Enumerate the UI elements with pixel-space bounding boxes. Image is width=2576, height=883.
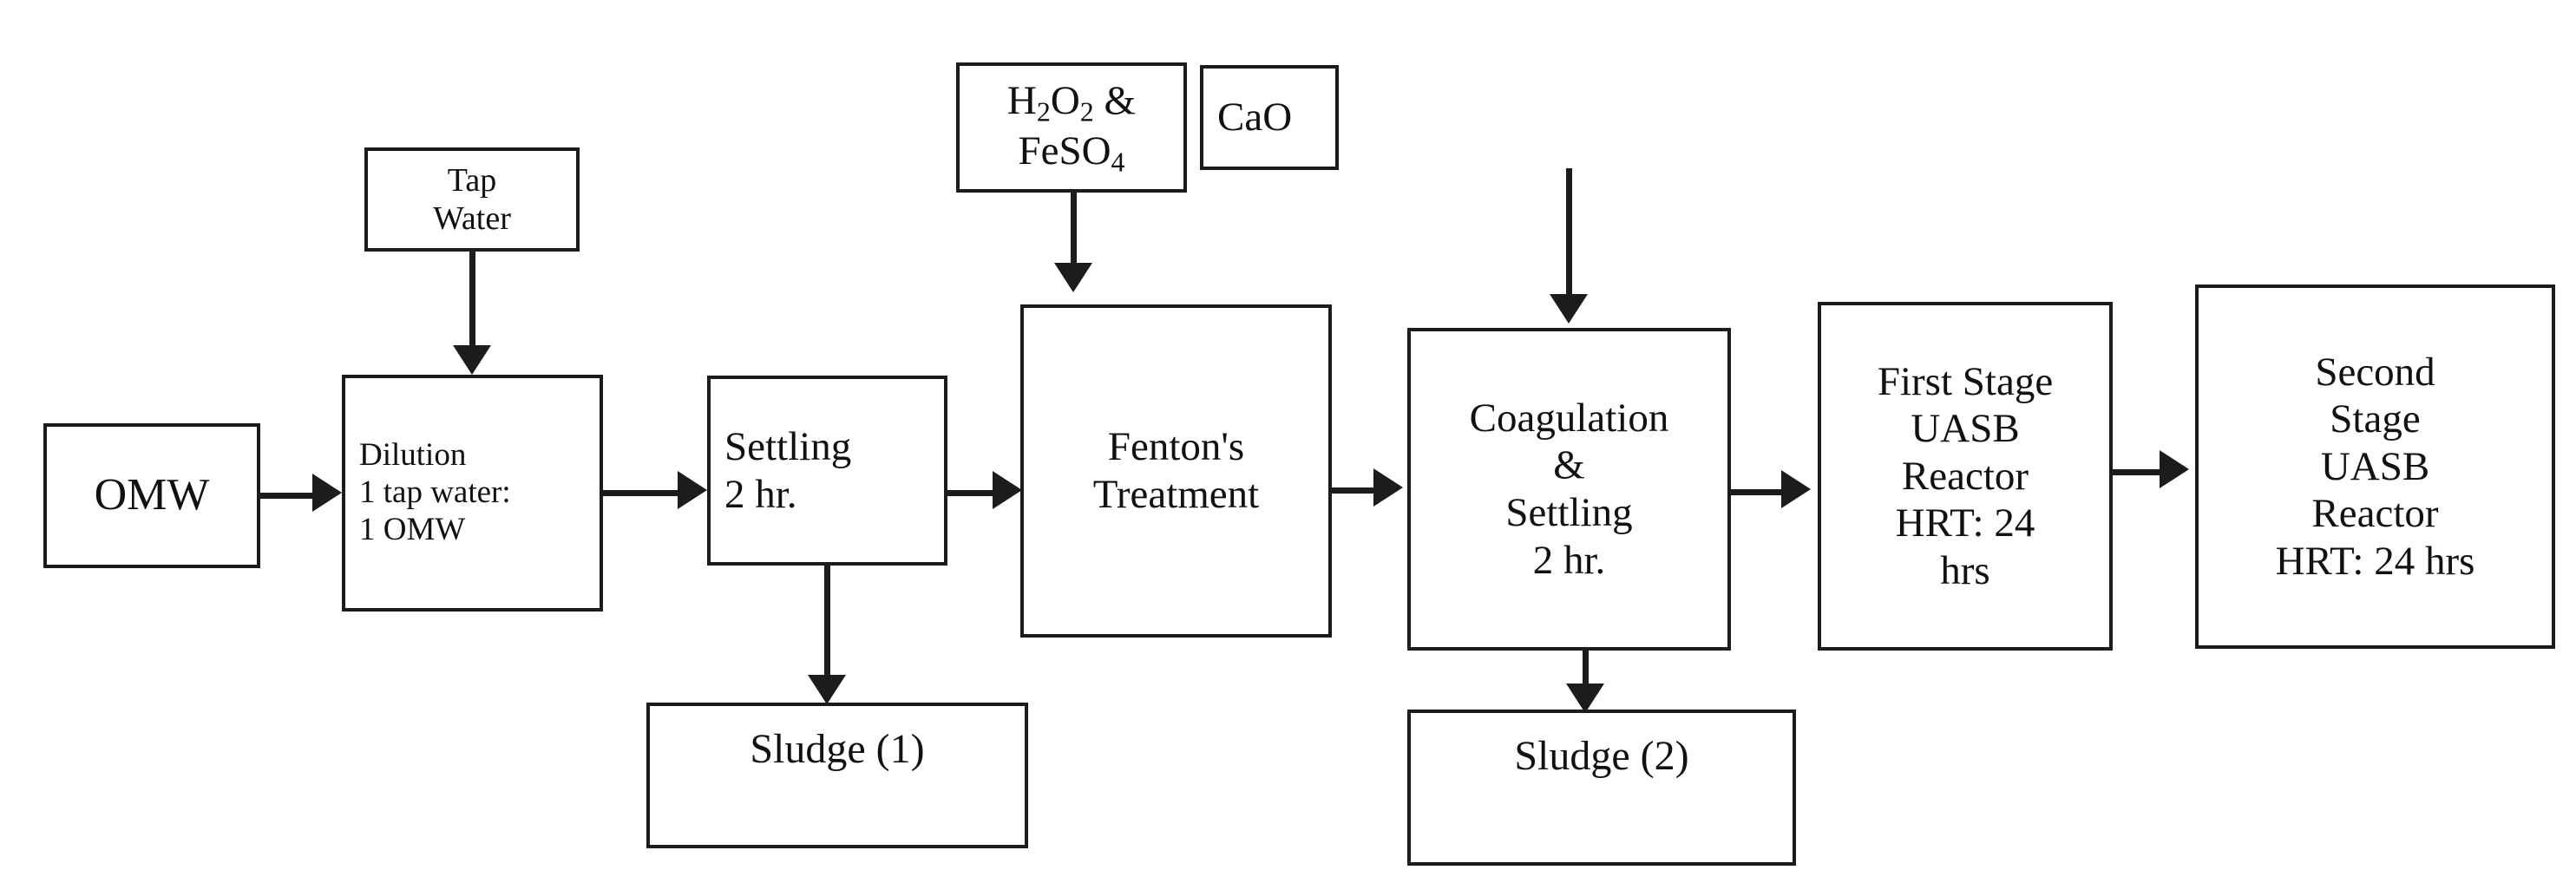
edge-settling-to-fenton-line <box>947 490 996 496</box>
node-uasb-reactor-second-stage-label: Second Stage UASB Reactor HRT: 24 hrs <box>2275 349 2475 584</box>
node-uasb-reactor-second-stage[interactable]: Second Stage UASB Reactor HRT: 24 hrs <box>2195 285 2555 649</box>
node-omw[interactable]: OMW <box>43 423 260 568</box>
edge-uasb1-to-uasb2-line <box>2113 469 2163 475</box>
node-dilution-label: Dilution 1 tap water: 1 OMW <box>359 437 511 547</box>
node-dilution[interactable]: Dilution 1 tap water: 1 OMW <box>342 375 603 612</box>
node-settling-label: Settling 2 hr. <box>724 423 852 517</box>
edge-coagulation-to-uasb1-arrowhead <box>1781 470 1811 508</box>
edge-dilution-to-settling-arrowhead <box>678 471 707 509</box>
node-sludge-1[interactable]: Sludge (1) <box>646 703 1028 848</box>
edge-cao-to-coagulation-arrowhead <box>1550 294 1588 324</box>
edge-reagents-to-fenton-line <box>1071 191 1077 265</box>
node-fenton-treatment[interactable]: Fenton's Treatment <box>1020 304 1332 638</box>
edge-cao-to-coagulation-line <box>1566 168 1572 297</box>
node-omw-label: OMW <box>94 470 210 520</box>
node-coagulation-settling[interactable]: Coagulation & Settling 2 hr. <box>1407 328 1731 651</box>
edge-coagulation-to-sludge2-line <box>1583 649 1589 687</box>
node-fenton-treatment-label: Fenton's Treatment <box>1092 424 1260 517</box>
node-coagulation-settling-label: Coagulation & Settling 2 hr. <box>1469 395 1669 583</box>
node-tap-water-label: Tap Water <box>433 161 511 237</box>
edge-dilution-to-settling-line <box>603 490 681 496</box>
edge-tap-water-to-dilution-line <box>469 252 475 349</box>
edge-uasb1-to-uasb2-arrowhead <box>2160 450 2189 488</box>
node-reagents-label: H2O2 & FeSO4 <box>1006 77 1137 178</box>
node-uasb-reactor-first-stage[interactable]: First Stage UASB Reactor HRT: 24 hrs <box>1818 302 2113 651</box>
edge-fenton-to-coagulation-line <box>1332 487 1377 494</box>
node-cao-label: CaO <box>1217 95 1293 141</box>
node-sludge-1-label: Sludge (1) <box>750 726 925 772</box>
edge-fenton-to-coagulation-arrowhead <box>1373 468 1403 507</box>
edge-reagents-to-fenton-arrowhead <box>1054 263 1092 292</box>
edge-settling-to-sludge1-line <box>824 564 830 678</box>
edge-tap-water-to-dilution-arrowhead <box>453 345 491 375</box>
node-sludge-2[interactable]: Sludge (2) <box>1407 710 1796 866</box>
edge-settling-to-sludge1-arrowhead <box>808 675 846 704</box>
node-sludge-2-label: Sludge (2) <box>1514 733 1689 779</box>
node-cao[interactable]: CaO <box>1200 65 1339 170</box>
node-reagents[interactable]: H2O2 & FeSO4 <box>956 62 1187 193</box>
edge-coagulation-to-sludge2-arrowhead <box>1566 684 1604 713</box>
edge-omw-to-dilution-line <box>260 493 314 499</box>
node-settling[interactable]: Settling 2 hr. <box>707 376 947 566</box>
edge-coagulation-to-uasb1-line <box>1731 489 1785 495</box>
edge-settling-to-fenton-arrowhead <box>993 471 1022 509</box>
edge-omw-to-dilution-arrowhead <box>312 474 342 512</box>
node-uasb-reactor-first-stage-label: First Stage UASB Reactor HRT: 24 hrs <box>1877 358 2054 593</box>
node-tap-water[interactable]: Tap Water <box>364 147 580 252</box>
